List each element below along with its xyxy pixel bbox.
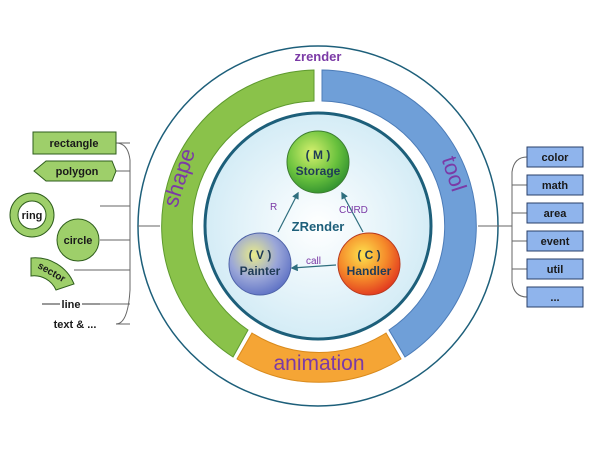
painter-tag: ( V )	[249, 248, 272, 262]
zrender-label: zrender	[295, 49, 342, 64]
tool-math: math	[542, 180, 569, 192]
shape-ring-label: ring	[22, 210, 43, 222]
tool-box-more	[526, 286, 584, 308]
tool-area: area	[544, 208, 568, 220]
painter-name: Painter	[240, 264, 281, 278]
shape-polygon: polygon	[33, 160, 117, 182]
animation-arc	[236, 332, 402, 383]
edge-label-call: call	[306, 256, 321, 267]
tool-more: ...	[550, 292, 559, 304]
handler-painter-edge	[290, 264, 337, 272]
shape-line: line	[42, 297, 100, 311]
tool-box-math	[526, 174, 584, 196]
painter-storage-edge	[277, 191, 299, 233]
tool-event: event	[541, 236, 570, 248]
tool-box-util	[526, 258, 584, 280]
shape-arc	[161, 69, 315, 358]
shape-text-label: text & ...	[54, 319, 97, 331]
shape-sector: sector	[30, 257, 75, 291]
shape-line-label: line	[62, 299, 81, 311]
storage-node: ( M ) Storage	[286, 130, 350, 194]
painter-node: ( V ) Painter	[228, 232, 292, 296]
handler-name: Handler	[347, 264, 392, 278]
tool-util: util	[547, 264, 564, 276]
tool-box-area	[526, 202, 584, 224]
animation-arc-label: animation	[273, 352, 364, 375]
shape-polygon-label: polygon	[56, 166, 99, 178]
tool-connectors	[478, 156, 528, 298]
tool-box-color	[526, 146, 584, 168]
handler-node: ( C ) Handler	[337, 232, 401, 296]
storage-tag: ( M )	[306, 148, 331, 162]
tool-color: color	[542, 152, 570, 164]
shape-connectors	[74, 142, 160, 325]
handler-storage-edge	[341, 191, 364, 233]
tool-box-event	[526, 230, 584, 252]
edge-label-r: R	[270, 202, 277, 213]
shape-rectangle: rectangle	[32, 131, 117, 155]
tool-list: color math area event util ...	[526, 146, 584, 308]
core-title: ZRender	[292, 219, 345, 234]
handler-tag: ( C )	[357, 248, 380, 262]
tool-arc	[321, 69, 477, 358]
shape-circle: circle	[56, 218, 100, 262]
storage-name: Storage	[296, 164, 341, 178]
edge-label-curd: CURD	[339, 205, 368, 216]
shape-rectangle-label: rectangle	[50, 138, 99, 150]
shape-circle-label: circle	[64, 235, 93, 247]
shape-ring: ring	[9, 192, 55, 238]
